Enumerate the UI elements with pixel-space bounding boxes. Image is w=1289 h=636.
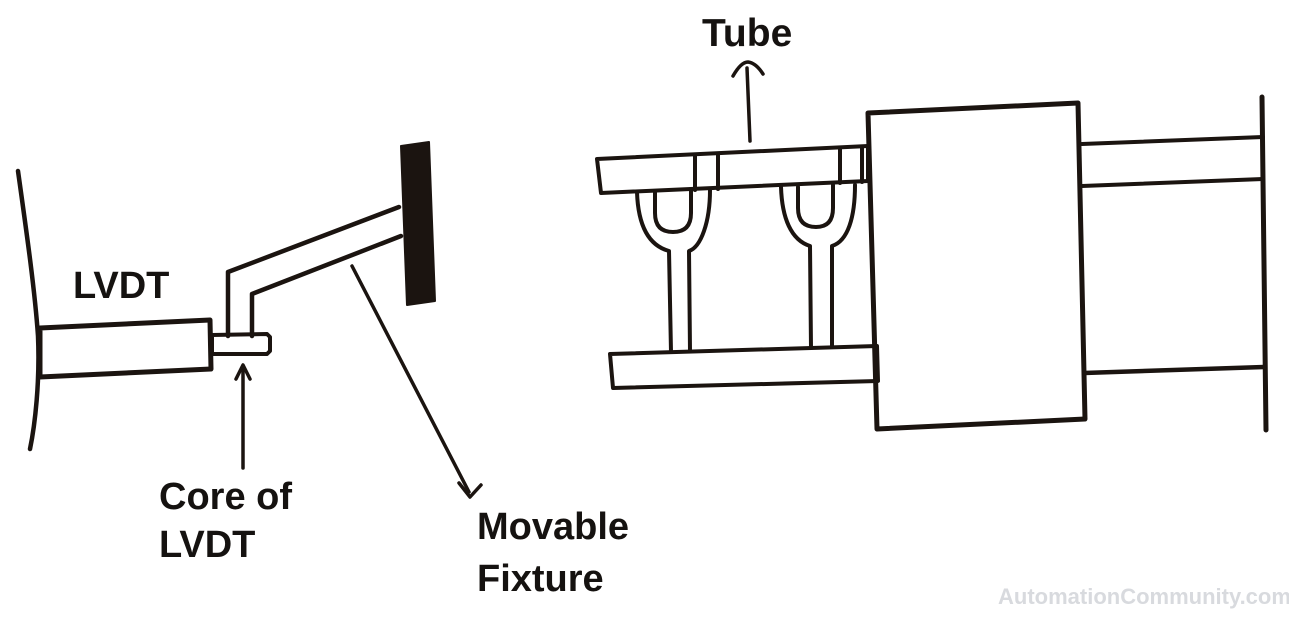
core-of-lvdt-label: Core of LVDT [159,478,292,574]
tube-arrow-line [745,66,752,143]
movable-fixture-bar [400,141,436,306]
tube-assembly [595,60,1269,433]
fixture-pointer-arrow [350,264,483,499]
tube-label: Tube [702,12,793,55]
lvdt-assembly [15,141,483,499]
right-hanger-cup-and-leg-left [779,185,813,350]
lvdt-core-rod [210,332,272,356]
tube-arrow-head [731,60,765,78]
fixture-arrow-head [457,481,483,499]
right-lower-link [1081,364,1267,376]
tube-bar [595,144,870,195]
connecting-arm-inner-edge [249,233,404,339]
right-rod-top-edge [1080,135,1265,146]
lvdt-body [37,317,214,380]
core-arrow-head [234,363,252,381]
left-hanger-clamp [635,152,720,354]
core-pointer-arrow [234,363,252,470]
fixture-label-line2: Fixture [477,558,604,600]
right-hanger-inner-u [796,183,835,229]
left-hanger-cup-and-leg-left [635,190,673,354]
movable-fixture-label: Movable Fixture [477,508,629,612]
bottom-rail [608,344,880,390]
right-wall-line [1259,94,1269,433]
bracket-curve [15,168,41,452]
fixture-label-line1: Movable [477,506,630,548]
core-label-line1: Core of [159,476,292,518]
tube-block [865,100,1088,432]
left-hanger-cup-and-leg-right [687,188,712,353]
lvdt-label: LVDT [73,265,170,307]
fixture-arrow-line [350,264,471,494]
right-hanger-clamp [779,145,864,350]
right-hanger-cup-and-leg-right [830,183,857,349]
connecting-arm-outer-edge [225,204,402,339]
left-hanger-inner-u [653,187,693,234]
core-label-line2: LVDT [159,524,256,566]
right-rod-bottom-edge [1080,177,1265,188]
tube-pointer-arrow [731,60,765,143]
watermark-text: AutomationCommunity.com [998,584,1289,609]
